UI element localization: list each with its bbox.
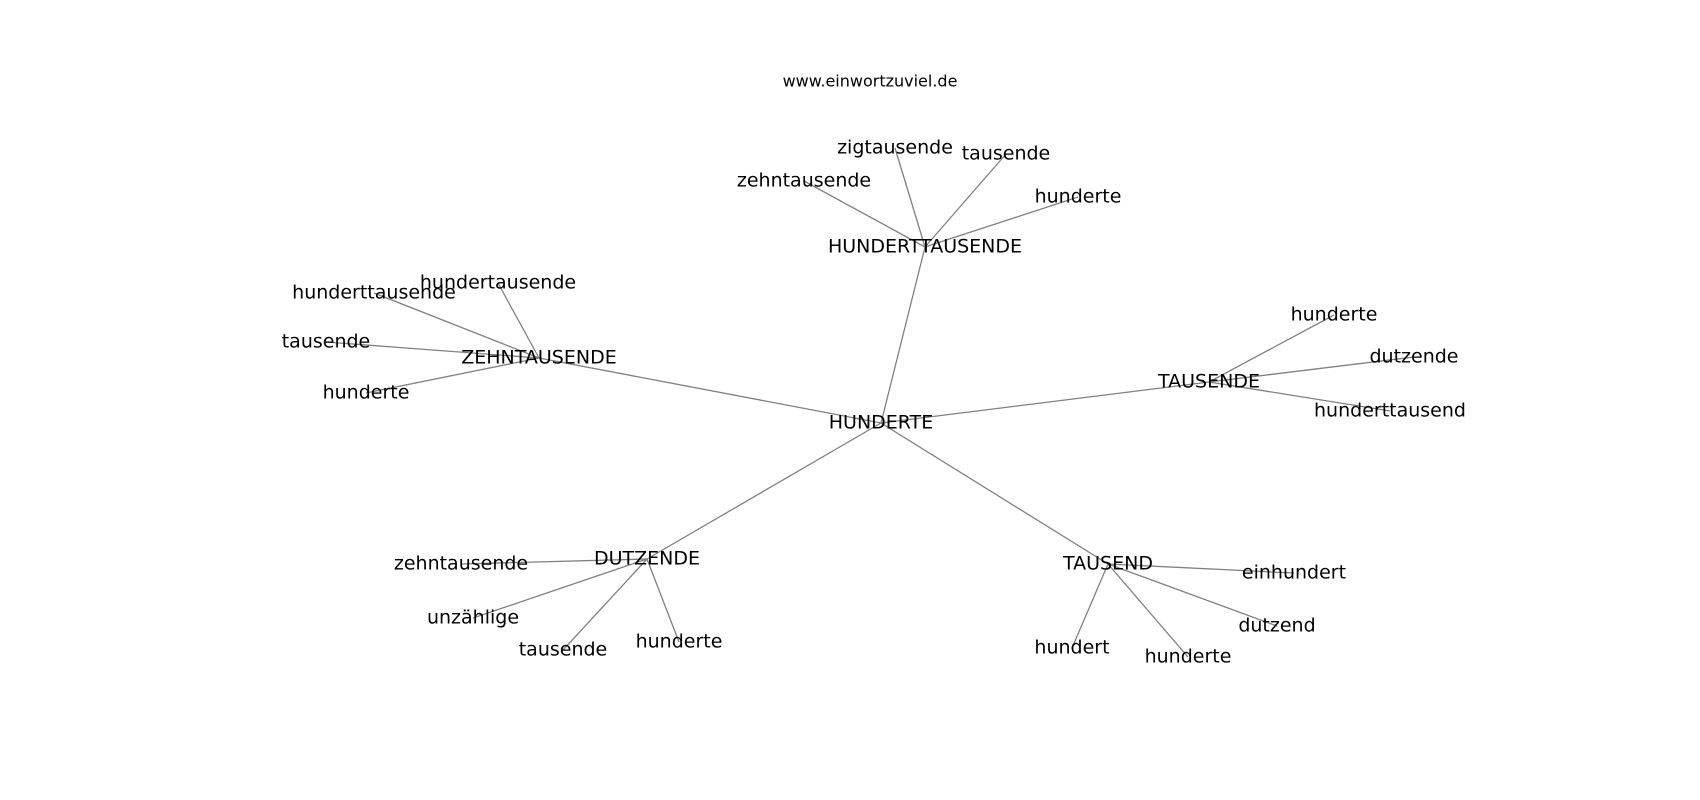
- node-zehntausende-hunderttausende: hunderttausende: [292, 282, 456, 304]
- edge-center-to-tausende: [880, 381, 1210, 424]
- node-zehntausende: ZEHNTAUSENDE: [461, 347, 616, 369]
- edge-tausend-to-tausend-hundert: [1071, 563, 1109, 649]
- node-dutzende-tausende: tausende: [519, 639, 608, 661]
- node-zehntausende-hunderte: hunderte: [323, 382, 410, 404]
- edge-dutzende-to-dutzende-unzaehlige: [472, 558, 648, 619]
- edge-tausend-to-tausend-dutzend: [1107, 563, 1278, 627]
- node-zehntausende-tausende: tausende: [282, 331, 371, 353]
- node-hundert-tausende: HUNDERTTAUSENDE: [828, 236, 1022, 258]
- edge-layer: [325, 147, 1415, 658]
- edge-center-to-tausend: [880, 422, 1109, 565]
- edge-tausend-to-tausend-hunderte: [1107, 563, 1189, 658]
- node-dutzende-hunderte: hunderte: [636, 631, 723, 653]
- edge-zehntausende-to-zehntausende-hundertausende: [497, 282, 540, 359]
- node-tausend: TAUSEND: [1062, 553, 1153, 575]
- node-dutzende-zehntausende: zehntausende: [394, 553, 528, 575]
- node-dutzende: DUTZENDE: [594, 548, 700, 570]
- edge-tausende-to-tausende-dutzende: [1208, 356, 1415, 383]
- node-zehntausende-hundertausende: hundertausende: [420, 272, 576, 294]
- node-tausend-hundert: hundert: [1034, 637, 1109, 659]
- node-tausende-hunderte: hunderte: [1291, 304, 1378, 326]
- edge-zehntausende-to-zehntausende-hunderttausende: [373, 292, 540, 359]
- edge-zehntausende-to-zehntausende-tausende: [325, 341, 540, 359]
- edge-hundert-tausende-to-hunderttausende-zigtausende: [894, 147, 926, 248]
- node-tausende-dutzende: dutzende: [1369, 346, 1458, 368]
- edge-center-to-dutzende: [646, 422, 882, 560]
- source-label: www.einwortzuviel.de: [783, 72, 958, 91]
- edge-hundert-tausende-to-hunderttausende-zehntausende: [803, 180, 926, 248]
- edge-zehntausende-to-zehntausende-hunderte: [365, 357, 540, 394]
- edge-dutzende-to-dutzende-hunderte: [646, 558, 680, 643]
- edge-hundert-tausende-to-hunderttausende-tausende: [924, 153, 1007, 248]
- edge-dutzende-to-dutzende-tausende: [562, 558, 648, 651]
- edge-center-to-zehntausende: [538, 357, 882, 424]
- node-center: HUNDERTE: [829, 412, 933, 434]
- node-tausend-hunderte: hunderte: [1145, 646, 1232, 668]
- node-layer: HUNDERTE HUNDERTTAUSENDE zigtausende tausen…: [282, 137, 1466, 668]
- node-hunderttausende-zehntausende: zehntausende: [737, 170, 871, 192]
- edge-dutzende-to-dutzende-zehntausende: [460, 558, 648, 565]
- edge-hundert-tausende-to-hunderttausende-hunderte: [924, 196, 1079, 248]
- edge-center-to-hundert-tausende: [880, 246, 926, 424]
- edge-tausend-to-tausend-einhundert: [1107, 563, 1295, 574]
- node-tausend-dutzend: dutzend: [1238, 615, 1315, 637]
- edge-tausende-to-tausende-hunderttausend: [1208, 381, 1391, 412]
- node-tausende: TAUSENDE: [1157, 371, 1260, 393]
- node-dutzende-unzaehlige: unzählige: [427, 607, 519, 629]
- node-hunderttausende-hunderte: hunderte: [1035, 186, 1122, 208]
- node-hunderttausende-zigtausende: zigtausende: [837, 137, 953, 159]
- node-hunderttausende-tausende: tausende: [962, 143, 1051, 165]
- node-tausende-hunderttausend: hunderttausend: [1314, 400, 1466, 422]
- edge-tausende-to-tausende-hunderte: [1208, 314, 1335, 383]
- node-tausend-einhundert: einhundert: [1242, 562, 1346, 584]
